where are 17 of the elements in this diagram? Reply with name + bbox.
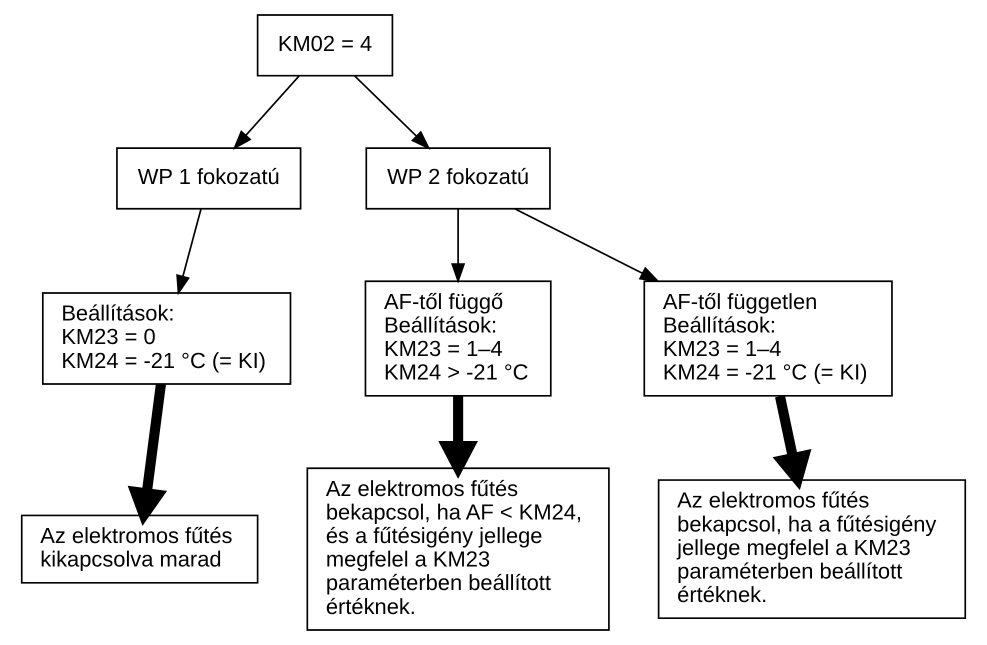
arrow bbox=[772, 395, 812, 490]
arrow bbox=[514, 208, 660, 282]
node-box: WP 1 fokozatú bbox=[116, 147, 302, 210]
arrow bbox=[451, 208, 466, 284]
node-box: Az elektromos fűtés bekapcsol, ha AF < KM24, és a fűtésigény jellege megfelel a KM23 paraméterben beállított értéknek. bbox=[306, 467, 610, 631]
node-box: Az elektromos fűtés bekapcsol, ha a fűtésigény jellege megfelel a KM23 paraméterben beállított értéknek. bbox=[658, 479, 966, 620]
node-box: AF-től függő Beállítások: KM23 = 1–4 KM24 > -21 °C bbox=[364, 280, 552, 397]
arrow bbox=[232, 75, 300, 150]
arrow bbox=[128, 384, 168, 526]
arrow bbox=[354, 75, 430, 150]
node-box: KM02 = 4 bbox=[256, 14, 394, 77]
node-box: Beállítások: KM23 = 0 KM24 = -21 °C (= KI) bbox=[42, 292, 292, 385]
arrow bbox=[438, 396, 478, 479]
node-box: Az elektromos fűtés kikapcsolva marad bbox=[20, 514, 258, 584]
node-box: WP 2 fokozatú bbox=[365, 147, 551, 210]
arrow bbox=[176, 208, 202, 296]
node-box: AF-től független Beállítások: KM23 = 1–4 KM24 = -21 °C (= KI) bbox=[643, 280, 893, 397]
